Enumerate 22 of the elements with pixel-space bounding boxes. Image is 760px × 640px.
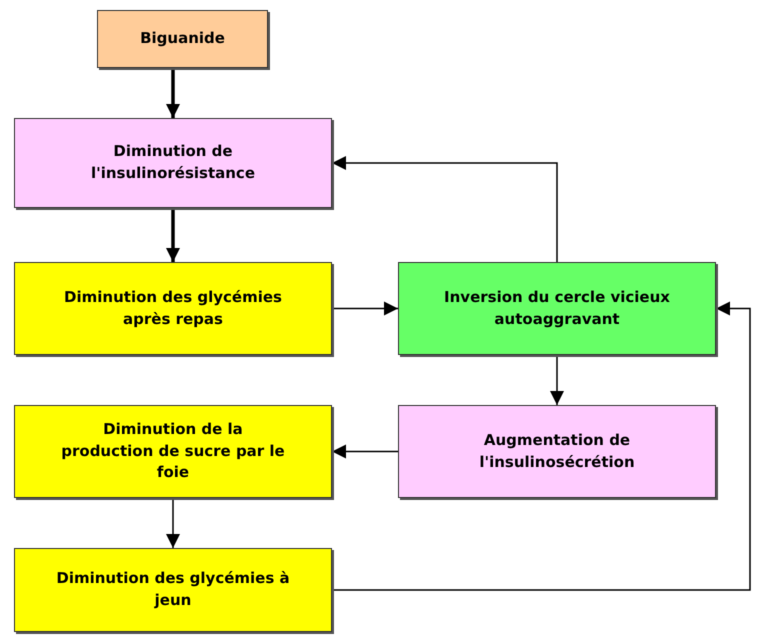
process-box: [398, 262, 716, 355]
process-box: [97, 10, 268, 68]
arrow: [550, 355, 564, 405]
arrow: [166, 208, 180, 262]
box-label: Diminution de l'insulinorésistance: [90, 141, 256, 184]
arrow: [166, 68, 180, 118]
arrow: [166, 498, 180, 548]
process-box: [14, 118, 332, 208]
box-label: Inversion du cercle vicieux autoaggravant: [443, 286, 671, 330]
process-box: [398, 405, 716, 498]
arrow: [332, 444, 398, 458]
process-box: [14, 405, 332, 498]
arrow: [332, 156, 558, 262]
process-box: [14, 262, 332, 355]
box-label: Diminution des glycémies après repas: [63, 286, 283, 330]
box-label: Diminution des glycémies à jeun: [55, 568, 291, 611]
arrow: [332, 302, 751, 591]
arrow: [332, 302, 398, 316]
box-label: Biguanide: [139, 28, 226, 50]
box-label: Augmentation de l'insulinosécrétion: [478, 430, 636, 472]
process-box: [14, 548, 332, 632]
box-label: Diminution de la production de sucre par le foie: [60, 418, 286, 484]
